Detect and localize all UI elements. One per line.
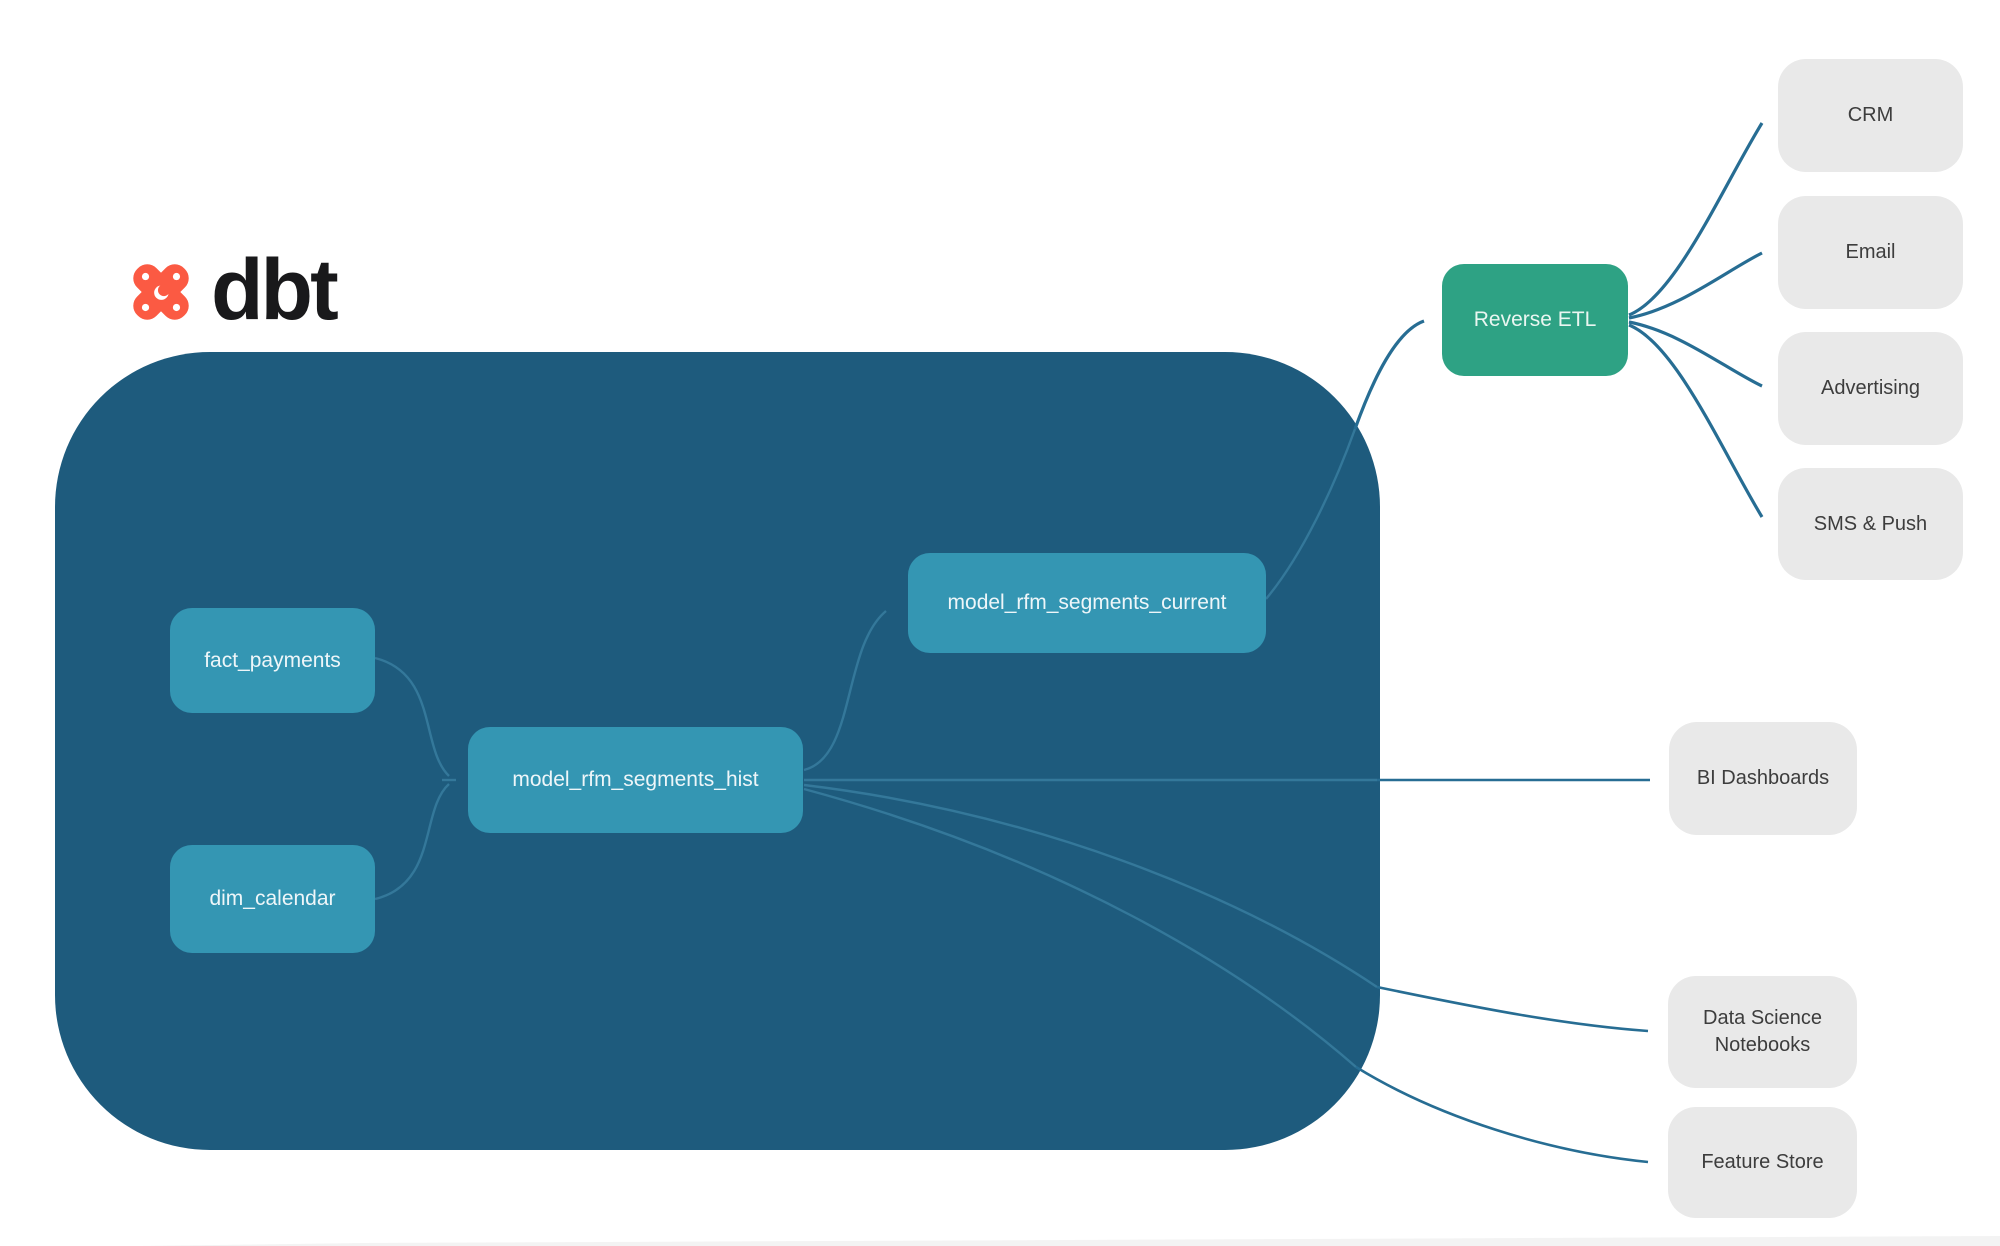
node-model-rfm-segments-hist[interactable]: model_rfm_segments_hist — [468, 727, 803, 833]
node-bi-dashboards-label: BI Dashboards — [1696, 767, 1830, 789]
node-sms-push-label: SMS & Push — [1813, 512, 1928, 535]
edge-hist-to-ds-outer — [1376, 985, 1649, 1033]
node-crm-label: CRM — [1847, 104, 1894, 126]
edge-retl-to-sms-push — [1628, 323, 1764, 518]
edge-current-to-retl-outer — [1353, 319, 1425, 430]
node-data-science-notebooks[interactable]: Data Science Notebooks — [1668, 976, 1857, 1088]
node-model-rfm-segments-current[interactable]: model_rfm_segments_current — [908, 553, 1266, 653]
edge-hist-to-fs-outer — [1355, 1065, 1649, 1164]
node-fact-payments-label: fact_payments — [204, 648, 341, 672]
node-reverse-etl-label: Reverse ETL — [1473, 308, 1597, 331]
node-crm[interactable]: CRM — [1778, 59, 1963, 172]
bottom-edge-strip — [140, 1236, 2000, 1246]
node-model-rfm-segments-current-label: model_rfm_segments_current — [947, 591, 1227, 614]
dbt-logo-icon — [133, 264, 189, 320]
dbt-logo-text: dbt — [211, 242, 339, 338]
node-advertising-label: Advertising — [1821, 377, 1920, 399]
node-sms-push[interactable]: SMS & Push — [1778, 468, 1963, 580]
node-dim-calendar[interactable]: dim_calendar — [170, 845, 375, 953]
node-data-science-notebooks-label: Data Science Notebooks — [1703, 1007, 1822, 1056]
node-advertising[interactable]: Advertising — [1778, 332, 1963, 445]
dbt-logo: dbt — [125, 242, 339, 338]
node-email[interactable]: Email — [1778, 196, 1963, 309]
edge-retl-to-crm — [1628, 122, 1764, 317]
node-email-label: Email — [1845, 241, 1896, 263]
node-bi-dashboards[interactable]: BI Dashboards — [1669, 722, 1857, 835]
node-feature-store[interactable]: Feature Store — [1668, 1107, 1857, 1218]
node-reverse-etl[interactable]: Reverse ETL — [1442, 264, 1628, 376]
node-feature-store-label: Feature Store — [1701, 1151, 1824, 1173]
edge-retl-to-email — [1628, 251, 1763, 320]
edge-retl-to-advertising — [1628, 320, 1763, 388]
node-model-rfm-segments-hist-label: model_rfm_segments_hist — [512, 768, 759, 791]
node-fact-payments[interactable]: fact_payments — [170, 608, 375, 713]
node-dim-calendar-label: dim_calendar — [209, 887, 336, 910]
